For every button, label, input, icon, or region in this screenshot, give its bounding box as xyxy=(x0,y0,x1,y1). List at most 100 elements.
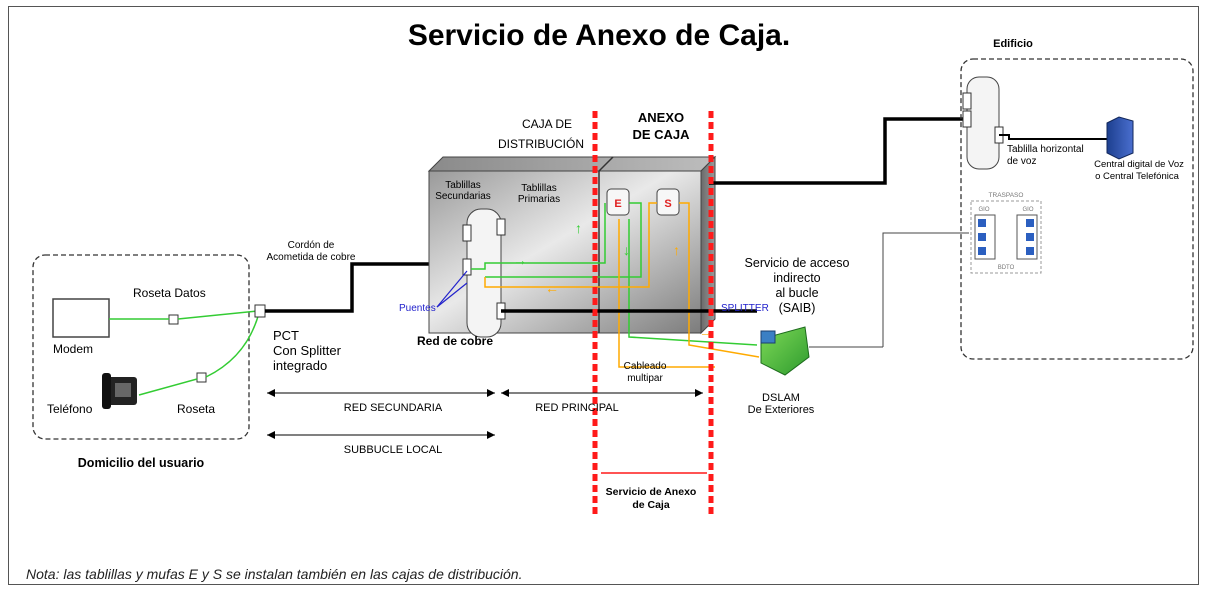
tablilla-pri-connector-1 xyxy=(496,218,506,236)
mufa-e-label: E xyxy=(614,198,621,210)
mufa-e xyxy=(606,188,630,216)
repartidor-port-r3 xyxy=(1026,247,1034,255)
gio-right-label: GIO xyxy=(1022,207,1033,213)
tab-pri-line2: Primarias xyxy=(518,194,560,205)
cordon-line2: Acometida de cobre xyxy=(267,252,356,263)
diagram-canvas: Servicio de Anexo de Caja. Domicilio del… xyxy=(32,19,1194,517)
repartidor-port-r1 xyxy=(1026,219,1034,227)
acometida-cable xyxy=(265,262,459,313)
saib-line4: (SAIB) xyxy=(779,301,816,315)
pct-line3: integrado xyxy=(273,358,327,373)
saib-line2: indirecto xyxy=(773,271,820,285)
edificio-label: Edificio xyxy=(993,38,1033,50)
caja-box-top xyxy=(427,156,717,172)
servicio-anexo-line2: de Caja xyxy=(632,499,670,511)
anexo-label-2: DE CAJA xyxy=(632,127,690,142)
edificio-tablilla-panel xyxy=(966,76,1000,170)
orange-path-low xyxy=(618,219,715,368)
green-path-caja xyxy=(471,203,606,270)
repartidor-port-r2 xyxy=(1026,233,1034,241)
saib-line1: Servicio de acceso xyxy=(745,256,850,270)
puentes-label: Puentes xyxy=(399,303,436,314)
mufa-s-label: S xyxy=(664,198,671,210)
gio-left-label: GIO xyxy=(978,207,989,213)
caja-anexo-divider-top xyxy=(598,156,614,172)
cableado-line2: multipar xyxy=(627,373,663,384)
orange-arrow-1: ← xyxy=(545,280,559,296)
traspaso-label: TRASPASO xyxy=(989,192,1024,199)
edificio-connector-1 xyxy=(962,92,972,110)
central-line1: Central digital de Voz xyxy=(1094,159,1184,170)
red-cobre-label: Red de cobre xyxy=(417,334,493,348)
edificio-box xyxy=(960,58,1194,360)
central-icon xyxy=(1106,116,1134,160)
phone-to-roseta-line xyxy=(138,378,198,396)
puentes-arrow-2 xyxy=(436,282,468,308)
repartidor-small-label: BDTO xyxy=(998,265,1015,271)
roseta-to-pct-curve xyxy=(205,312,260,378)
green-path-anexo xyxy=(485,202,642,278)
green-arrow-3: ↓ xyxy=(623,242,630,258)
roseta-datos-jack xyxy=(168,314,179,325)
page-title: Servicio de Anexo de Caja. xyxy=(408,19,790,52)
red-principal-cable-high xyxy=(709,117,969,185)
tablilla-panel xyxy=(466,208,502,338)
green-arrow-2: ↑ xyxy=(575,220,582,236)
pct-line1: PCT xyxy=(273,328,299,343)
roseta-label: Roseta xyxy=(177,402,215,416)
pct-line2: Con Splitter xyxy=(273,343,342,358)
roseta-jack xyxy=(196,372,207,383)
puentes-arrow-1 xyxy=(436,270,468,308)
tablilla-line1: Tablilla horizontal xyxy=(1007,144,1084,155)
span-red-principal xyxy=(501,389,703,397)
red-secundaria-label: RED SECUNDARIA xyxy=(344,402,443,414)
servicio-anexo-line1: Servicio de Anexo xyxy=(606,486,697,498)
phone-icon xyxy=(102,373,137,409)
caja-label-1: CAJA DE xyxy=(522,117,572,131)
green-arrow-1: → xyxy=(513,252,527,268)
domicilio-box xyxy=(32,254,250,440)
domicilio-label: Domicilio del usuario xyxy=(78,456,205,470)
dslam-line2: De Exteriores xyxy=(748,404,815,416)
green-arrow-4: ← xyxy=(629,300,643,316)
repartidor-port-l1 xyxy=(978,219,986,227)
span-red-secundaria xyxy=(267,389,495,397)
footnote: Nota: las tablillas y mufas E y S se ins… xyxy=(26,566,523,582)
dslam-line1: DSLAM xyxy=(762,392,800,404)
central-line2: o Central Telefónica xyxy=(1095,171,1180,182)
tablilla-sec-connector-2 xyxy=(462,258,472,276)
repartidor-box xyxy=(970,200,1042,274)
orange-arrow-2: ↑ xyxy=(673,242,680,258)
tab-pri-line1: Tablillas xyxy=(521,183,557,194)
edificio-voz-cable xyxy=(999,134,1109,140)
tab-sec-line2: Secundarias xyxy=(435,191,491,202)
roseta-to-pct-line xyxy=(177,310,258,320)
modem-device xyxy=(52,298,110,338)
diagram-frame: Servicio de Anexo de Caja. Domicilio del… xyxy=(8,6,1199,585)
telefono-label: Teléfono xyxy=(47,402,93,416)
mufa-s xyxy=(656,188,680,216)
subbucle-label: SUBBUCLE LOCAL xyxy=(344,444,442,456)
repartidor-port-l2 xyxy=(978,233,986,241)
orange-path-caja xyxy=(484,202,657,288)
span-subbucle xyxy=(267,431,495,439)
caja-label-2: DISTRIBUCIÓN xyxy=(498,136,584,151)
orange-path-anexo xyxy=(679,202,760,358)
splitter-label: SPLITTER xyxy=(721,303,769,314)
cableado-line1: Cableado xyxy=(624,361,667,372)
dslam-device xyxy=(760,326,810,376)
modem-label: Modem xyxy=(53,342,93,356)
cordon-line1: Cordón de xyxy=(288,240,335,251)
edificio-connector-2 xyxy=(962,110,972,128)
pct-box xyxy=(254,304,266,318)
roseta-datos-label: Roseta Datos xyxy=(133,286,206,300)
saib-line3: al bucle xyxy=(775,286,818,300)
tablilla-sec-connector-1 xyxy=(462,224,472,242)
green-path-to-dslam xyxy=(628,219,758,346)
tablilla-line2: de voz xyxy=(1007,156,1036,167)
dslam-to-edificio-line xyxy=(882,232,969,347)
repartidor-port-l3 xyxy=(978,247,986,255)
anexo-label-1: ANEXO xyxy=(638,110,684,125)
red-principal-label: RED PRINCIPAL xyxy=(535,402,619,414)
tab-sec-line1: Tablillas xyxy=(445,180,481,191)
